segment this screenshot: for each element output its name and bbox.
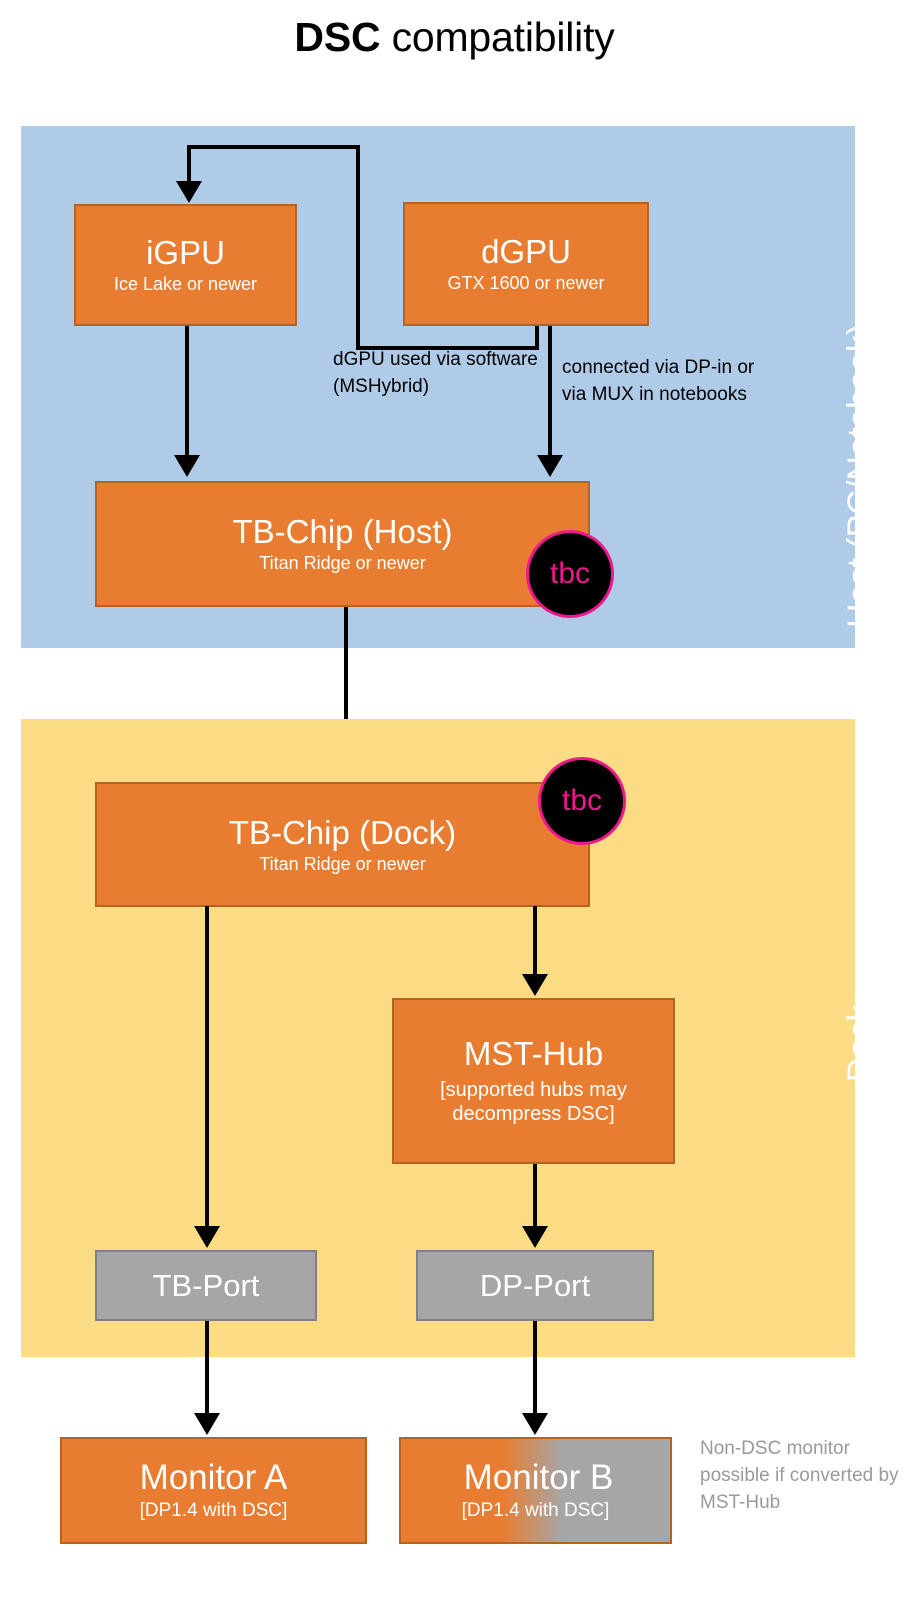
tbc-badge-dock: tbc xyxy=(538,757,626,845)
connector-dgpu-to-igpu-right xyxy=(356,145,360,350)
tbc-badge-host: tbc xyxy=(526,530,614,618)
connector-dgpu-to-igpu-top xyxy=(189,145,360,149)
arrowhead-tbdock-to-msthub xyxy=(522,974,548,996)
node-tb-port-title: TB-Port xyxy=(152,1267,260,1303)
node-igpu[interactable]: iGPU Ice Lake or newer xyxy=(74,204,297,326)
connector-tbport-to-monitor-a xyxy=(205,1321,209,1416)
node-dp-port[interactable]: DP-Port xyxy=(416,1250,654,1321)
note-non-dsc-monitor: Non-DSC monitor possible if converted by… xyxy=(700,1438,899,1513)
page-title-bold: DSC xyxy=(294,14,381,60)
node-dp-port-title: DP-Port xyxy=(479,1267,591,1303)
connector-tbdock-to-tbport xyxy=(205,906,209,1228)
connector-igpu-to-tbhost xyxy=(185,326,189,456)
node-monitor-b[interactable]: Monitor B [DP1.4 with DSC] xyxy=(399,1437,672,1544)
arrowhead-into-igpu xyxy=(176,181,202,203)
node-tb-chip-host-title: TB-Chip (Host) xyxy=(232,513,453,551)
node-mst-hub-subtitle: [supported hubs may decompress DSC] xyxy=(440,1078,627,1125)
note-mshybrid: dGPU used via software (MSHybrid) xyxy=(333,349,538,397)
node-dgpu-title: dGPU xyxy=(481,233,571,271)
node-igpu-subtitle: Ice Lake or newer xyxy=(113,274,258,295)
node-dgpu[interactable]: dGPU GTX 1600 or newer xyxy=(403,202,649,326)
connector-tbhost-to-tbdock xyxy=(344,607,348,757)
arrowhead-dpport-to-monitor-b xyxy=(522,1413,548,1435)
arrowhead-igpu-to-tbhost xyxy=(174,455,200,477)
node-monitor-b-subtitle: [DP1.4 with DSC] xyxy=(461,1500,610,1522)
arrowhead-dgpu-to-tbhost xyxy=(537,455,563,477)
node-mst-hub-title: MST-Hub xyxy=(463,1035,604,1073)
connector-tbdock-to-msthub xyxy=(533,906,537,976)
note-dp-in: connected via DP-in or via MUX in notebo… xyxy=(562,357,755,405)
connector-dpport-to-monitor-b xyxy=(533,1321,537,1416)
connector-dgpu-to-igpu-bottom xyxy=(356,346,539,350)
host-panel-label: Host (PC/Notebook) xyxy=(841,323,879,628)
node-tb-chip-dock[interactable]: TB-Chip (Dock) Titan Ridge or newer xyxy=(95,782,590,907)
connector-igpu-inflow xyxy=(187,145,191,183)
node-monitor-b-title: Monitor B xyxy=(463,1458,614,1498)
node-dgpu-subtitle: GTX 1600 or newer xyxy=(447,273,605,294)
connector-dgpu-to-tbhost xyxy=(548,326,552,456)
node-tb-port[interactable]: TB-Port xyxy=(95,1250,317,1321)
arrowhead-tbport-to-monitor-a xyxy=(194,1413,220,1435)
node-monitor-a-title: Monitor A xyxy=(139,1458,288,1498)
arrowhead-msthub-to-dpport xyxy=(522,1226,548,1248)
node-tb-chip-host[interactable]: TB-Chip (Host) Titan Ridge or newer xyxy=(95,481,590,607)
node-tb-chip-host-subtitle: Titan Ridge or newer xyxy=(259,553,426,574)
arrowhead-tbdock-to-tbport xyxy=(194,1226,220,1248)
connector-dgpu-exit-left xyxy=(535,326,539,348)
node-mst-hub[interactable]: MST-Hub [supported hubs may decompress D… xyxy=(392,998,675,1164)
connector-msthub-to-dpport xyxy=(533,1164,537,1228)
dock-panel-label: Dock xyxy=(841,1004,879,1082)
node-tb-chip-dock-title: TB-Chip (Dock) xyxy=(228,813,457,851)
page-title-rest: compatibility xyxy=(380,14,615,60)
node-monitor-a[interactable]: Monitor A [DP1.4 with DSC] xyxy=(60,1437,367,1544)
page-title: DSC compatibility xyxy=(0,14,909,61)
node-monitor-a-subtitle: [DP1.4 with DSC] xyxy=(139,1500,288,1522)
node-igpu-title: iGPU xyxy=(146,234,225,272)
node-tb-chip-dock-subtitle: Titan Ridge or newer xyxy=(259,853,426,874)
